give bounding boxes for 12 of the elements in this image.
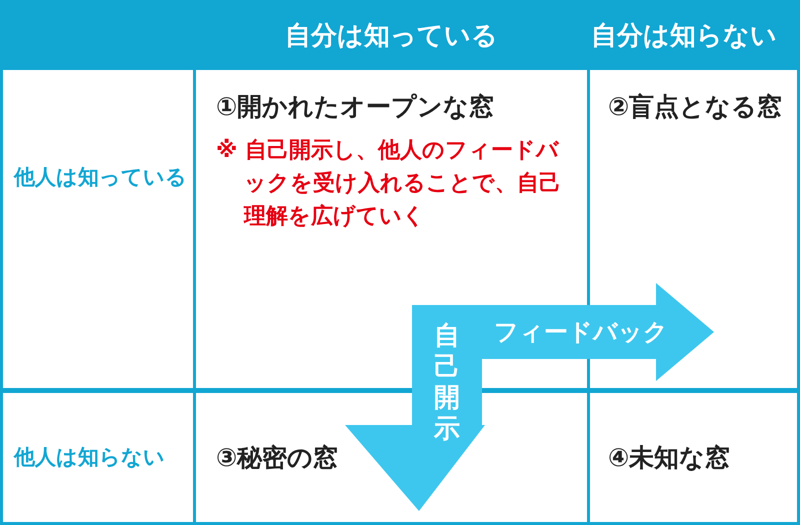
quadrant-title: ①開かれたオープンな窓 (216, 91, 496, 123)
note-text: ※ 自己開示し、他人のフィードバックを受け入れることで、自己理解を広げていく (216, 137, 562, 231)
column-header: 自分は知らない (590, 20, 778, 53)
arrow-label: 自己開示 (434, 321, 460, 445)
arrow-label: フィードバック (494, 317, 668, 348)
quadrant-title: ③秘密の窓 (216, 442, 340, 474)
quadrant-title: ②盲点となる窓 (608, 91, 784, 123)
quadrant-title: ④未知な窓 (608, 442, 732, 474)
column-header: 自分は知っている (284, 20, 499, 53)
quadrant-cell (590, 393, 797, 522)
row-header: 他人は知らない (14, 444, 165, 471)
row-header: 他人は知っている (14, 164, 187, 191)
